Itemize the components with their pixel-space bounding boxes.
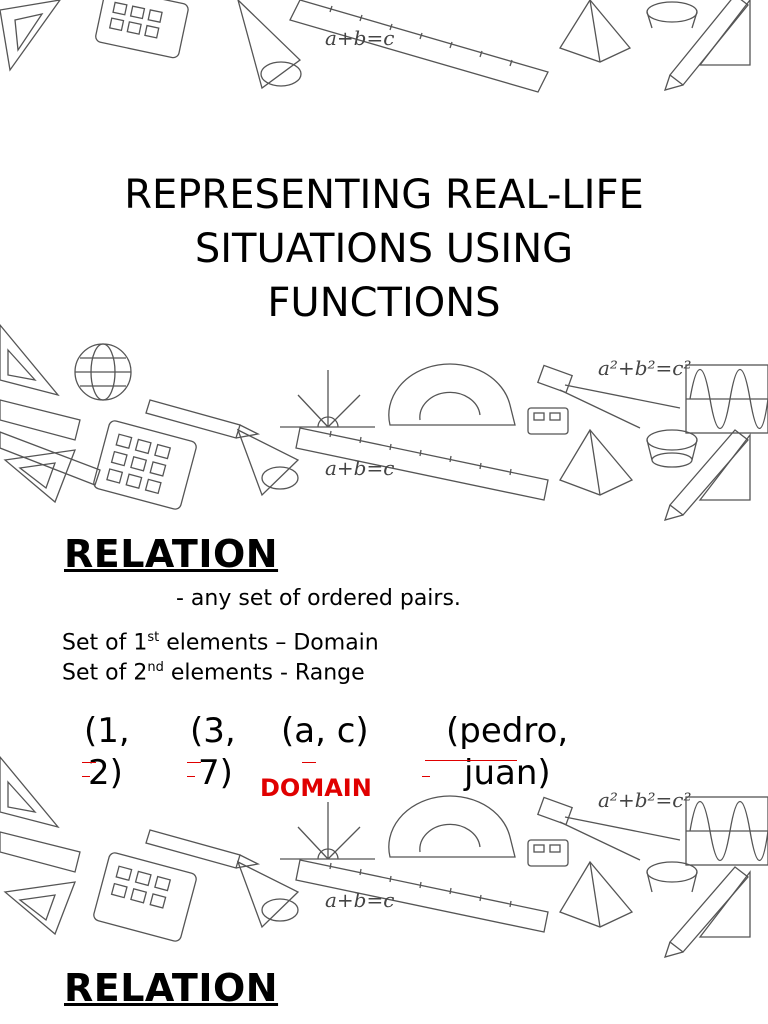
compass-icon	[536, 796, 681, 861]
formula-pythag-text: a²+b²=c²	[598, 788, 692, 812]
angle-rays-icon	[280, 370, 375, 428]
ruler-icon	[0, 399, 81, 441]
pencil-icon	[663, 429, 749, 521]
set-square-icon	[3, 881, 77, 936]
domain-line-prefix: Set of 1	[62, 630, 148, 656]
set-square-icon	[0, 0, 61, 72]
triangle-icon	[698, 0, 751, 66]
pyramid-icon	[559, 0, 632, 63]
red-mark	[187, 762, 201, 763]
calculator-icon	[527, 839, 569, 867]
pair-3: (a, c)	[281, 710, 369, 752]
angle-rays-icon	[280, 802, 375, 860]
range-line-sup: nd	[147, 660, 164, 675]
red-mark	[82, 762, 96, 763]
pair-3-top: (a, c)	[281, 711, 369, 751]
domain-label: DOMAIN	[260, 774, 372, 802]
cone-icon	[236, 860, 300, 929]
formula-sum-text: a+b=c	[325, 456, 394, 480]
formula-pythag-text: a²+b²=c²	[598, 356, 692, 380]
cone-icon	[236, 428, 300, 497]
sine-wave-icon	[685, 796, 768, 866]
range-line-suffix: elements - Range	[163, 660, 365, 686]
red-mark	[82, 776, 90, 777]
cylinder-icon	[646, 861, 698, 893]
range-line-prefix: Set of 2	[62, 660, 148, 686]
pyramid-icon	[559, 860, 634, 928]
pair-2-top: (3,	[190, 711, 236, 751]
pair-2: (3, 7)	[190, 710, 236, 794]
pair-4: (pedro, juan)	[446, 710, 568, 794]
pair-2-bottom: 7)	[198, 753, 233, 793]
pair-1-bottom: 2)	[88, 753, 123, 793]
pair-1-top: (1,	[84, 711, 130, 751]
math-doodle-band-middle: a+b=c a²+b²=c²	[0, 320, 768, 525]
cone-icon	[237, 0, 302, 90]
cylinder-icon	[646, 429, 698, 468]
red-mark	[187, 776, 195, 777]
globe-icon	[74, 343, 132, 401]
calculator-icon	[95, 0, 189, 59]
cylinder-icon	[646, 1, 698, 29]
pair-4-top: (pedro,	[446, 711, 569, 751]
relation-heading: RELATION	[64, 532, 279, 576]
title-line-3: FUNCTIONS	[267, 280, 501, 326]
slide-title: REPRESENTING REAL-LIFE SITUATIONS USING …	[0, 168, 768, 330]
pencil-icon	[145, 399, 261, 439]
sine-wave-icon	[685, 364, 768, 434]
relation-heading-2: RELATION	[64, 966, 279, 1010]
set-square-icon	[3, 449, 77, 504]
pencil-icon	[663, 866, 749, 958]
domain-line-sup: st	[147, 630, 160, 645]
protractor-icon	[388, 795, 516, 858]
triangle-icon	[698, 870, 751, 938]
ruler-icon	[0, 831, 81, 873]
ruler-icon	[295, 859, 549, 933]
red-underline	[425, 760, 517, 761]
ruler-icon	[0, 431, 101, 486]
calculator-icon	[93, 420, 197, 510]
relation-definition: - any set of ordered pairs.	[176, 586, 461, 611]
calculator-icon	[527, 407, 569, 435]
pencil-icon	[663, 0, 749, 91]
ruler-icon	[289, 0, 549, 93]
ruler-icon	[295, 427, 549, 501]
pyramid-icon	[559, 428, 634, 496]
math-doodle-band-top: a+b=c	[0, 0, 768, 100]
title-line-2: SITUATIONS USING	[194, 226, 574, 272]
compass-icon	[536, 364, 681, 429]
set-square-icon	[0, 755, 60, 829]
protractor-icon	[388, 363, 516, 426]
formula-sum-text: a+b=c	[325, 26, 394, 50]
math-doodle-band-lower: a+b=c a²+b²=c²	[0, 752, 768, 962]
red-mark	[422, 776, 430, 777]
formula-sum-text: a+b=c	[325, 888, 394, 912]
domain-line: Set of 1st elements – Domain	[62, 630, 379, 655]
pair-1: (1, 2)	[84, 710, 130, 794]
title-line-1: REPRESENTING REAL-LIFE	[124, 172, 644, 218]
calculator-icon	[93, 852, 197, 942]
red-mark	[302, 762, 316, 763]
pair-4-bottom: juan)	[464, 753, 551, 793]
domain-line-suffix: elements – Domain	[159, 630, 379, 656]
set-square-icon	[0, 323, 60, 397]
range-line: Set of 2nd elements - Range	[62, 660, 365, 685]
triangle-icon	[698, 433, 751, 501]
pencil-icon	[145, 829, 261, 869]
